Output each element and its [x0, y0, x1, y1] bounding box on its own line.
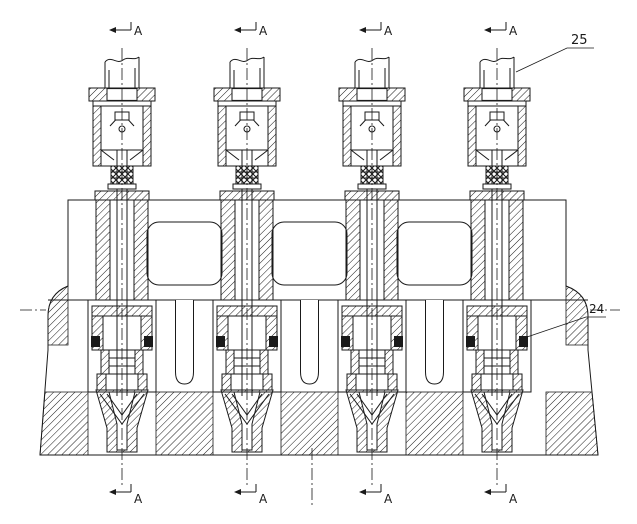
section-cut-arrow	[483, 483, 507, 496]
window-opening-2	[271, 221, 348, 286]
relief-slot-2	[300, 300, 319, 385]
section-cut-arrow	[108, 483, 132, 496]
leader-line-25	[515, 47, 594, 73]
section-marker-label: A	[384, 24, 393, 38]
bottom-hatch-2	[280, 391, 339, 456]
part-label-25: 25	[571, 33, 588, 48]
section-marker-label: A	[509, 492, 518, 506]
section-marker-bottom-4: A	[483, 483, 518, 506]
section-marker-label: A	[134, 24, 143, 38]
left-shoulder-hatch	[47, 285, 69, 346]
section-marker-top-1: A	[108, 21, 143, 38]
section-cut-arrow	[358, 483, 382, 496]
section-marker-bottom-1: A	[108, 483, 143, 506]
section-cut-arrow	[233, 483, 257, 496]
section-marker-top-2: A	[233, 21, 268, 38]
section-cut-arrow	[358, 21, 382, 34]
callout-25: 25	[515, 33, 594, 73]
bottom-hatch-3	[405, 391, 464, 456]
section-marker-top-3: A	[358, 21, 393, 38]
section-marker-label: A	[384, 492, 393, 506]
bottom-right-hatch	[545, 391, 599, 456]
relief-slot-1	[175, 300, 194, 385]
callout-24: 24	[526, 302, 606, 338]
section-marker-bottom-3: A	[358, 483, 393, 506]
section-cut-arrow	[483, 21, 507, 34]
section-marker-bottom-2: A	[233, 483, 268, 506]
part-label-24: 24	[589, 302, 604, 316]
right-shoulder-hatch	[565, 285, 589, 346]
section-marker-label: A	[134, 492, 143, 506]
relief-slot-3	[425, 300, 444, 385]
window-opening-3	[396, 221, 473, 286]
section-marker-top-4: A	[483, 21, 518, 38]
bottom-hatch-1	[155, 391, 214, 456]
section-marker-label: A	[259, 492, 268, 506]
section-cut-arrow	[233, 21, 257, 34]
bottom-left-hatch	[39, 391, 89, 456]
section-marker-label: A	[509, 24, 518, 38]
leader-line-24	[526, 316, 606, 338]
section-marker-label: A	[259, 24, 268, 38]
window-opening-1	[146, 221, 223, 286]
section-cut-arrow	[108, 21, 132, 34]
